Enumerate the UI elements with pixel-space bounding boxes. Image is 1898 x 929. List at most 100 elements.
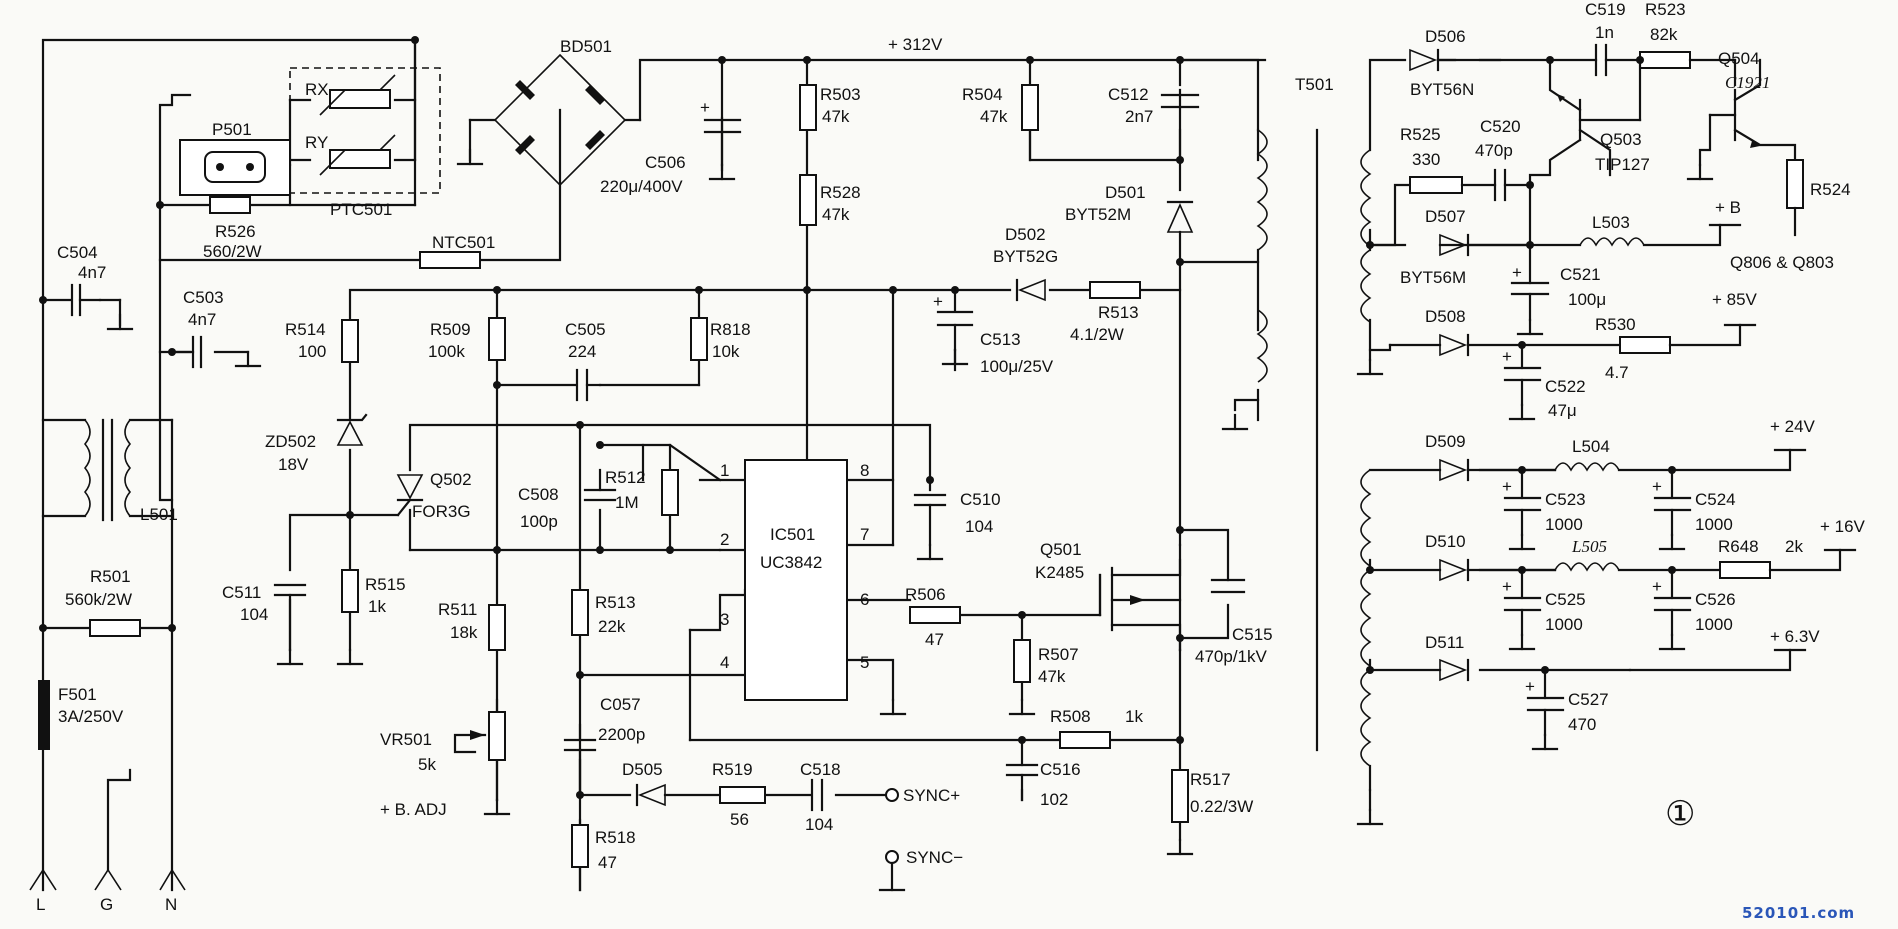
label-pin1: 1 bbox=[720, 461, 729, 480]
label-r515v: 1k bbox=[368, 597, 386, 616]
label-c527v: 470 bbox=[1568, 715, 1596, 734]
label-d508: D508 bbox=[1425, 307, 1466, 326]
label-vr501v: 5k bbox=[418, 755, 436, 774]
label-p501: P501 bbox=[212, 120, 252, 139]
label-c504v: 4n7 bbox=[78, 263, 106, 282]
label-l504: L504 bbox=[1572, 437, 1610, 456]
label-r509v: 100k bbox=[428, 342, 465, 361]
label-d510: D510 bbox=[1425, 532, 1466, 551]
label-c521v: 100μ bbox=[1568, 290, 1606, 309]
label-q503: Q503 bbox=[1600, 130, 1642, 149]
svg-text:+: + bbox=[700, 98, 710, 117]
label-ic501v: UC3842 bbox=[760, 553, 822, 572]
label-c521: C521 bbox=[1560, 265, 1601, 284]
label-plusb: + B bbox=[1715, 198, 1741, 217]
label-r503v: 47k bbox=[822, 107, 850, 126]
svg-text:+: + bbox=[1502, 577, 1512, 596]
label-r517v: 0.22/3W bbox=[1190, 797, 1253, 816]
svg-text:+: + bbox=[1502, 477, 1512, 496]
label-r513bv: 22k bbox=[598, 617, 626, 636]
label-c512: C512 bbox=[1108, 85, 1149, 104]
label-r648: R648 bbox=[1718, 537, 1759, 556]
label-d505: D505 bbox=[622, 760, 663, 779]
label-bd501: BD501 bbox=[560, 37, 612, 56]
label-c524v: 1000 bbox=[1695, 515, 1733, 534]
label-c518: C518 bbox=[800, 760, 841, 779]
label-d502: D502 bbox=[1005, 225, 1046, 244]
label-r506: R506 bbox=[905, 585, 946, 604]
svg-text:+: + bbox=[933, 292, 943, 311]
label-r523v: 82k bbox=[1650, 25, 1678, 44]
label-q806: Q806 & Q803 bbox=[1730, 253, 1834, 272]
label-c524: C524 bbox=[1695, 490, 1736, 509]
label-r508v: 1k bbox=[1125, 707, 1143, 726]
labels: BD501 + 312V T501 RX RY P501 PTC501 R526… bbox=[36, 0, 1866, 922]
label-d507v: BYT56M bbox=[1400, 268, 1466, 287]
svg-text:+: + bbox=[1652, 577, 1662, 596]
label-c520v: 470p bbox=[1475, 141, 1513, 160]
label-pin6: 6 bbox=[860, 590, 869, 609]
label-r514: R514 bbox=[285, 320, 326, 339]
label-c512v: 2n7 bbox=[1125, 107, 1153, 126]
label-c522: C522 bbox=[1545, 377, 1586, 396]
figure-number: ① bbox=[1665, 796, 1695, 833]
label-vr501: VR501 bbox=[380, 730, 432, 749]
label-c523v: 1000 bbox=[1545, 515, 1583, 534]
label-r648v: 2k bbox=[1785, 537, 1803, 556]
label-r519v: 56 bbox=[730, 810, 749, 829]
label-r528: R528 bbox=[820, 183, 861, 202]
label-r818: R818 bbox=[710, 320, 751, 339]
label-c518v: 104 bbox=[805, 815, 833, 834]
label-pin2: 2 bbox=[720, 530, 729, 549]
label-badj: + B. ADJ bbox=[380, 800, 447, 819]
label-r513av: 4.1/2W bbox=[1070, 325, 1124, 344]
label-zd502: ZD502 bbox=[265, 432, 316, 451]
label-c522v: 47μ bbox=[1548, 401, 1577, 420]
label-r504v: 47k bbox=[980, 107, 1008, 126]
label-q501: Q501 bbox=[1040, 540, 1082, 559]
label-rx: RX bbox=[305, 80, 329, 99]
label-r508: R508 bbox=[1050, 707, 1091, 726]
label-pin4: 4 bbox=[720, 653, 729, 672]
label-pin5: 5 bbox=[860, 653, 869, 672]
label-v16: + 16V bbox=[1820, 517, 1866, 536]
label-r525v: 330 bbox=[1412, 150, 1440, 169]
label-r512: R512 bbox=[605, 468, 646, 487]
label-d501: D501 bbox=[1105, 183, 1146, 202]
label-v24: + 24V bbox=[1770, 417, 1816, 436]
label-c520: C520 bbox=[1480, 117, 1521, 136]
label-r523: R523 bbox=[1645, 0, 1686, 19]
label-pin3: 3 bbox=[720, 610, 729, 629]
label-r511: R511 bbox=[438, 600, 477, 619]
label-r524: R524 bbox=[1810, 180, 1851, 199]
label-q502: Q502 bbox=[430, 470, 472, 489]
label-c526: C526 bbox=[1695, 590, 1736, 609]
label-c515v: 470p/1kV bbox=[1195, 647, 1267, 666]
label-c508: C508 bbox=[518, 485, 559, 504]
label-q504v: C1921 bbox=[1725, 73, 1770, 92]
label-r526v: 560/2W bbox=[203, 242, 262, 261]
label-v312: + 312V bbox=[888, 35, 943, 54]
label-c511: C511 bbox=[222, 583, 261, 602]
label-c515: C515 bbox=[1232, 625, 1273, 644]
label-sync-plus: SYNC+ bbox=[903, 786, 960, 805]
label-pin7: 7 bbox=[860, 525, 869, 544]
label-r501v: 560k/2W bbox=[65, 590, 132, 609]
label-ry: RY bbox=[305, 133, 328, 152]
label-c510: C510 bbox=[960, 490, 1001, 509]
label-d506v: BYT56N bbox=[1410, 80, 1474, 99]
label-d511: D511 bbox=[1425, 633, 1464, 652]
label-q501v: K2485 bbox=[1035, 563, 1084, 582]
label-c526v: 1000 bbox=[1695, 615, 1733, 634]
label-c503v: 4n7 bbox=[188, 310, 216, 329]
label-c057: C057 bbox=[600, 695, 641, 714]
label-r519: R519 bbox=[712, 760, 753, 779]
label-r525: R525 bbox=[1400, 125, 1441, 144]
label-c057v: 2200p bbox=[598, 725, 645, 744]
label-pin8: 8 bbox=[860, 461, 869, 480]
label-zd502v: 18V bbox=[278, 455, 309, 474]
label-c516: C516 bbox=[1040, 760, 1081, 779]
label-l501: L501 bbox=[140, 505, 178, 524]
label-c527: C527 bbox=[1568, 690, 1609, 709]
label-r518: R518 bbox=[595, 828, 636, 847]
